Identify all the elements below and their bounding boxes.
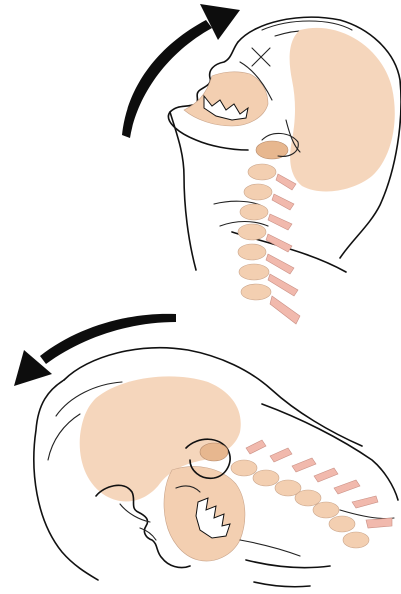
extension-eye-cross <box>252 48 270 66</box>
extension-neck-front <box>170 112 196 270</box>
flexion-arrow-icon <box>14 314 176 386</box>
extension-panel <box>122 4 401 324</box>
flexion-neck-front <box>246 560 330 587</box>
flexion-skin-fold <box>240 510 394 556</box>
flexion-panel <box>14 314 398 587</box>
extension-cervical-spine <box>238 141 300 324</box>
extension-skull <box>290 28 395 192</box>
